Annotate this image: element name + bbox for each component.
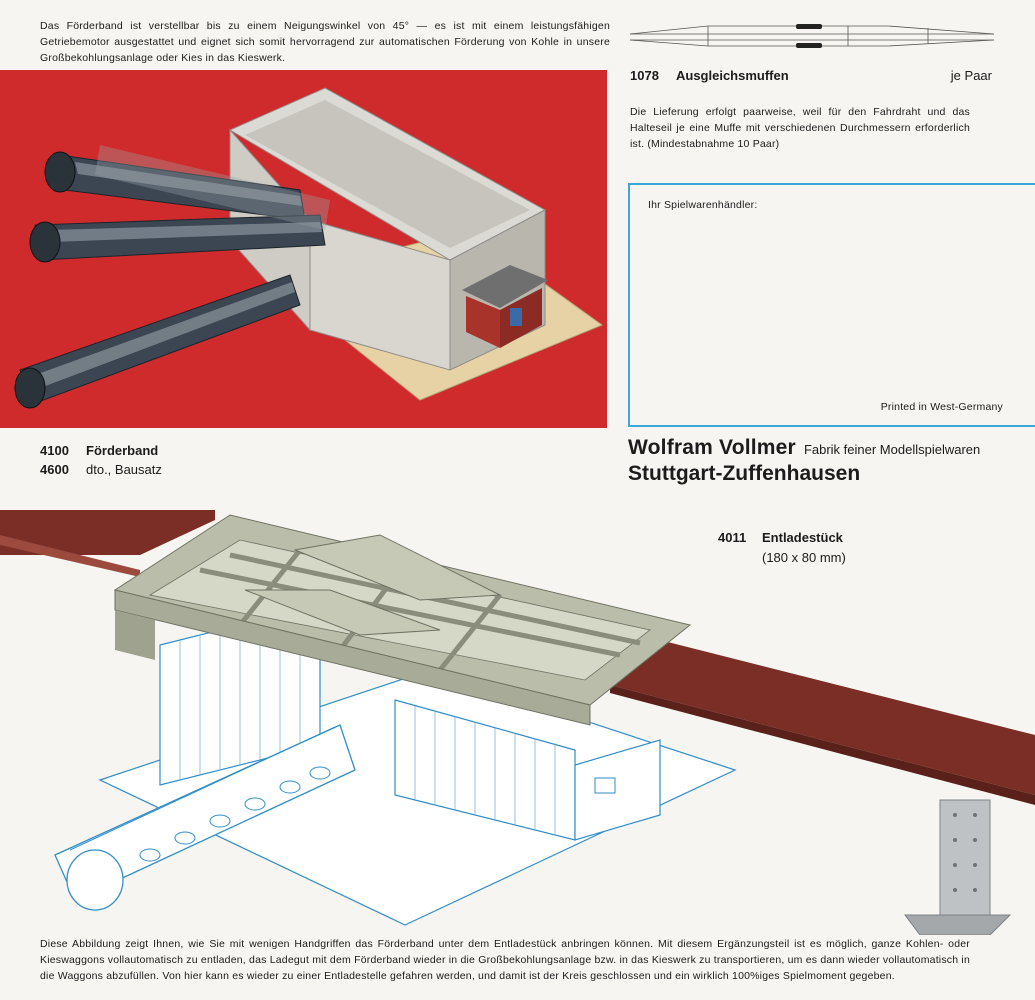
company-tagline: Fabrik feiner Modellspielwaren — [803, 442, 981, 457]
product-code: 4100 — [40, 443, 69, 458]
printed-in-note: Printed in West-Germany — [880, 401, 1003, 413]
company-name: Wolfram Vollmer — [628, 436, 796, 459]
product-name: dto., Bausatz — [86, 462, 162, 477]
intro-paragraph: Das Förderband ist verstellbar bis zu ei… — [40, 20, 610, 64]
product-code: 4600 — [40, 462, 69, 477]
product-name: Förderband — [86, 443, 159, 458]
dealer-stamp-box: Ihr Spielwarenhändler: Printed in West-G… — [628, 183, 1035, 427]
dealer-label: Ihr Spielwarenhändler: — [648, 199, 758, 211]
item-4011-code: 4011 — [718, 530, 747, 545]
item-4011-dimensions: (180 x 80 mm) — [762, 550, 846, 565]
bottom-paragraph: Diese Abbildung zeigt Ihnen, wie Sie mit… — [40, 938, 970, 982]
product-4100: 4100 Förderband — [40, 441, 162, 460]
unloading-station-illustration — [0, 495, 1035, 935]
item-1078-code: 1078 — [630, 68, 659, 83]
item-1078-name: Ausgleichsmuffen — [676, 68, 789, 83]
item-4011: 4011 Entladestück (180 x 80 mm) — [718, 528, 846, 568]
item-1078: 1078 Ausgleichsmuffen je Paar — [630, 66, 992, 85]
company-city: Stuttgart-Zuffenhausen — [628, 462, 861, 485]
product-list-4100: 4100 Förderband 4600 dto., Bausatz — [40, 441, 162, 479]
company-block: Wolfram Vollmer Fabrik feiner Modellspiel… — [628, 436, 980, 486]
conveyor-photo — [0, 70, 607, 428]
item-4011-name: Entladestück — [762, 530, 843, 545]
ausgleichsmuffen-drawing — [628, 20, 996, 50]
item-1078-price-unit: je Paar — [950, 68, 992, 83]
delivery-note: Die Lieferung erfolgt paarweise, weil fü… — [630, 106, 970, 150]
product-4600: 4600 dto., Bausatz — [40, 460, 162, 479]
